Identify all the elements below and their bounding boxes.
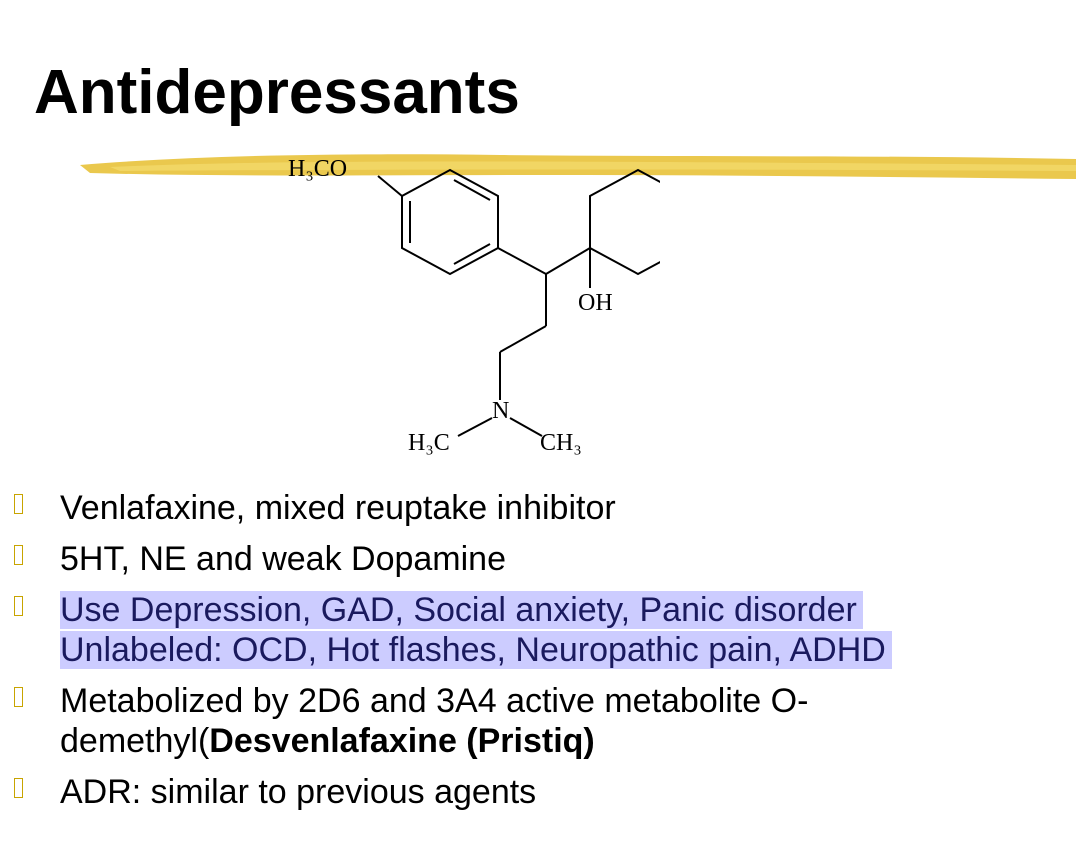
bullet-marker-icon <box>14 545 23 565</box>
slide-title: Antidepressants <box>34 58 520 127</box>
bullet-marker-icon <box>14 494 23 514</box>
bullet-item: 5HT, NE and weak Dopamine <box>10 539 1070 579</box>
methyl-right-label: CH₃ <box>540 430 582 456</box>
bullet-marker-icon <box>14 778 23 798</box>
hydroxyl-label: OH <box>578 290 613 316</box>
bullet-item-highlighted: Use Depression, GAD, Social anxiety, Pan… <box>10 590 1070 670</box>
bullet-item: ADR: similar to previous agents <box>10 772 1070 812</box>
bullet-text-line2: demethyl( <box>60 722 210 760</box>
bullet-text-line2: Unlabeled: OCD, Hot flashes, Neuropathic… <box>60 631 892 669</box>
bullet-text-line1: Use Depression, GAD, Social anxiety, Pan… <box>60 591 863 629</box>
bullet-item: Metabolized by 2D6 and 3A4 active metabo… <box>10 681 1070 761</box>
bullet-text: Venlafaxine, mixed reuptake inhibitor <box>60 489 616 527</box>
venlafaxine-structure: H₃CO OH N H₃C CH₃ <box>288 156 660 456</box>
methyl-left-label: H₃C <box>408 430 450 456</box>
bullet-item: Venlafaxine, mixed reuptake inhibitor <box>10 488 1070 528</box>
nitrogen-label: N <box>492 398 509 424</box>
bullet-marker-icon <box>14 596 23 616</box>
bullet-text-bold: Desvenlafaxine (Pristiq) <box>209 722 595 760</box>
bullet-text: ADR: similar to previous agents <box>60 773 537 811</box>
methoxy-label: H₃CO <box>288 156 347 182</box>
bullet-list: Venlafaxine, mixed reuptake inhibitor 5H… <box>10 488 1070 823</box>
yellow-brush-stroke <box>80 154 1076 179</box>
bullet-marker-icon <box>14 687 23 707</box>
bullet-text-line1: Metabolized by 2D6 and 3A4 active metabo… <box>60 682 809 720</box>
bullet-text: 5HT, NE and weak Dopamine <box>60 540 507 578</box>
